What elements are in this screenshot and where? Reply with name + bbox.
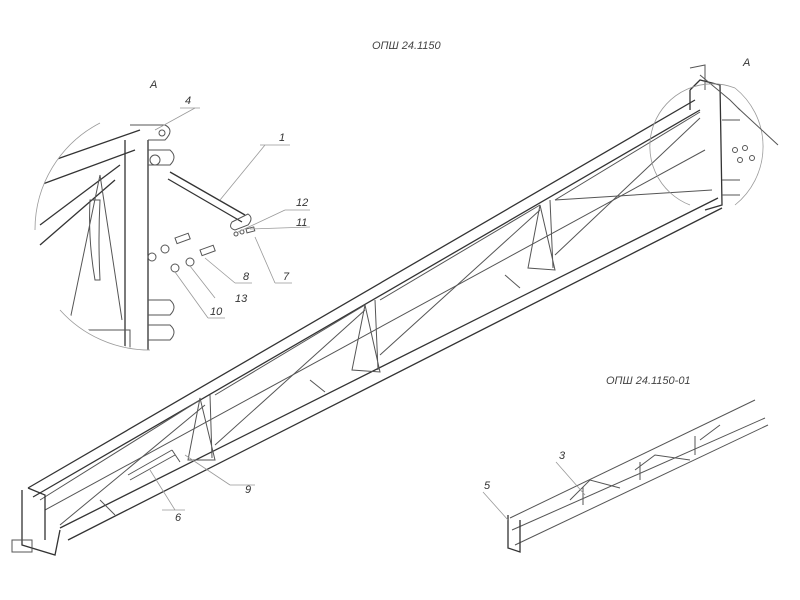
detail-label-a-left: А: [149, 79, 157, 91]
callout-12: 12: [296, 197, 308, 209]
variant-boom-truss: [507, 399, 769, 553]
drawing-title-main: ОПШ 24.1150: [372, 40, 442, 52]
callout-10: 10: [210, 306, 223, 318]
callout-3: 3: [559, 450, 566, 462]
callout-4: 4: [185, 95, 191, 107]
detail-label-a-right: А: [742, 57, 750, 69]
detail-view-a: А: [34, 79, 311, 351]
callout-9: 9: [245, 484, 251, 496]
detail-marker-a: А: [649, 57, 779, 206]
callout-11: 11: [296, 217, 307, 229]
callout-7: 7: [283, 271, 290, 283]
callout-8: 8: [243, 271, 250, 283]
drawing-title-variant: ОПШ 24.1150-01: [606, 375, 691, 387]
callout-1: 1: [279, 132, 285, 144]
main-boom-truss: [11, 64, 741, 556]
callout-13: 13: [235, 293, 248, 305]
callout-5: 5: [484, 480, 491, 492]
callout-6: 6: [175, 512, 182, 524]
